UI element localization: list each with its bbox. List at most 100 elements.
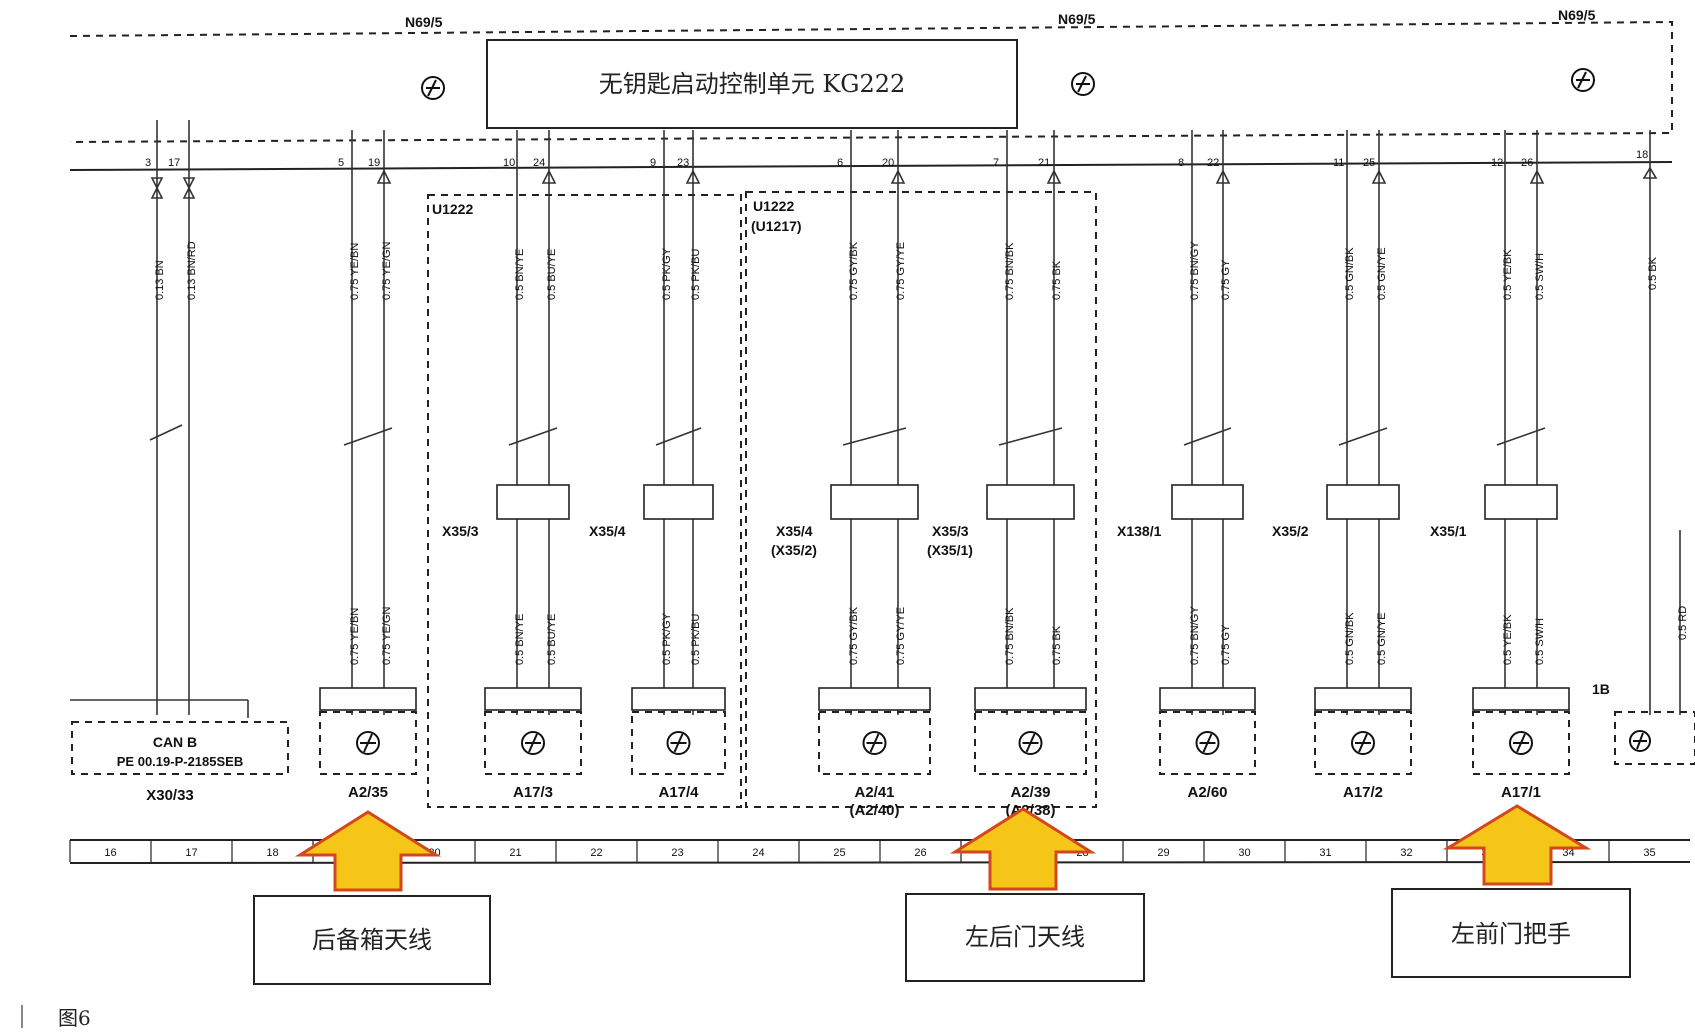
- figure-caption: 图6: [58, 1006, 91, 1030]
- grid-number: 25: [833, 847, 845, 859]
- connector-label: X35/4: [589, 523, 626, 539]
- wire-label: 0.75 YE/BN: [349, 243, 361, 300]
- connector-label: X35/3: [442, 523, 479, 539]
- can-wire-2: 0.13 BN/RD: [186, 241, 198, 300]
- pin-number: 26: [1521, 157, 1533, 169]
- ground-icon: [421, 76, 445, 100]
- can-b-label: CAN B: [153, 734, 197, 750]
- can-b-ref: PE 00.19-P-2185SEB: [117, 754, 243, 769]
- module-sublabel-2: (U1217): [751, 218, 802, 234]
- grid-number: 16: [104, 847, 116, 859]
- wire-label: 0.5 GN/YE: [1376, 612, 1388, 665]
- antenna-icon: [521, 731, 545, 755]
- wire-break: [1496, 427, 1546, 446]
- antenna-icon-bolt: [360, 733, 376, 753]
- antenna-icon-circle: [356, 731, 380, 755]
- pin-arrow-icon: [890, 169, 906, 184]
- wire-label: 0.75 GY/BK: [848, 241, 860, 300]
- grid-number: 17: [185, 847, 197, 859]
- grid-number: 31: [1319, 847, 1331, 859]
- antenna-icon-bolt: [1022, 733, 1039, 753]
- can-wire-1: 0.13 BN: [154, 260, 166, 300]
- pin-number: 7: [993, 157, 999, 169]
- pin-number: 10: [503, 157, 515, 169]
- antenna-icon: [1018, 731, 1043, 755]
- wire-break: [508, 427, 558, 446]
- callout-text-2: 左后门天线: [965, 923, 1085, 951]
- antenna-connector: [484, 687, 582, 711]
- antenna-icon-circle: [1195, 731, 1220, 755]
- grid-number: 34: [1562, 847, 1574, 859]
- wire-label: 0.5 YE/BK: [1502, 249, 1514, 300]
- connector-sublabel: (X35/1): [927, 542, 973, 558]
- antenna-label: A17/3: [513, 784, 553, 801]
- antenna-icon: [666, 731, 691, 755]
- antenna-connector: [818, 687, 931, 711]
- wire-label: 0.75 BN/BK: [1004, 607, 1016, 665]
- pin-number: 22: [1207, 157, 1219, 169]
- ground-icon: [1071, 72, 1095, 96]
- module-label-2: U1222: [753, 198, 794, 214]
- control-unit-code-3: N69/5: [1558, 7, 1596, 23]
- connector-label: X35/2: [1272, 523, 1309, 539]
- wire-label: 0.75 BK: [1051, 260, 1063, 300]
- connector-block: [1326, 484, 1400, 520]
- wire-label: 0.5 PK/GY: [661, 247, 673, 300]
- pin-arrow-icon: [1046, 169, 1062, 184]
- wire-break: [655, 427, 702, 446]
- grid-number: 21: [509, 847, 521, 859]
- antenna-label: A17/2: [1343, 784, 1383, 801]
- antenna-box: [974, 711, 1087, 775]
- ground-icon: [1571, 68, 1595, 92]
- extra-pin: 18: [1636, 149, 1648, 161]
- connector-block: [643, 484, 714, 520]
- wire-label: 0.75 BK: [1051, 625, 1063, 665]
- control-unit-code-1: N69/5: [405, 14, 443, 30]
- wire-label: 0.5 BN/YE: [514, 249, 526, 300]
- wire-break: [1338, 427, 1388, 446]
- antenna-connector: [1314, 687, 1412, 711]
- antenna-connector: [1472, 687, 1570, 711]
- antenna-icon-circle: [1509, 731, 1533, 755]
- wire-label: 0.75 BN/GY: [1189, 606, 1201, 665]
- control-unit-title-box: [486, 39, 1018, 129]
- antenna-icon-bolt: [1513, 733, 1529, 753]
- grid-number: 35: [1643, 847, 1655, 859]
- wire-label: 0.75 GY/BK: [848, 606, 860, 665]
- wire-label: 0.75 YE/GN: [381, 606, 393, 665]
- wire-label: 0.5 BU/YE: [546, 614, 558, 665]
- pin-arrow-icon: [1529, 169, 1545, 184]
- antenna-box: [818, 711, 931, 775]
- connector-label: X35/1: [1430, 523, 1467, 539]
- wire-label: 0.5 SW/H: [1534, 253, 1546, 300]
- pin-number: 11: [1333, 157, 1344, 169]
- antenna-icon-circle: [521, 731, 545, 755]
- antenna-icon-bolt: [1355, 733, 1371, 753]
- grid-number: 29: [1157, 847, 1169, 859]
- pin-number: 8: [1178, 157, 1184, 169]
- grid-number: 30: [1238, 847, 1250, 859]
- grid-number: 26: [914, 847, 926, 859]
- wire-label: 0.75 YE/GN: [381, 241, 393, 300]
- pin-number: 19: [368, 157, 380, 169]
- grid-number: 18: [266, 847, 278, 859]
- can-pin-2: 17: [168, 157, 180, 169]
- antenna-icon: [862, 731, 887, 755]
- wire-label: 0.75 GY/YE: [895, 242, 907, 300]
- connector-block: [986, 484, 1075, 520]
- connector-block: [1484, 484, 1558, 520]
- pin-number: 6: [837, 157, 843, 169]
- wire-label: 0.75 GY: [1220, 624, 1232, 665]
- antenna-icon-circle: [666, 731, 691, 755]
- wire-label: 0.75 YE/BN: [349, 608, 361, 665]
- antenna-label: A17/1: [1501, 784, 1541, 801]
- wire-label: 0.5 BN/YE: [514, 614, 526, 665]
- antenna-connector: [1159, 687, 1256, 711]
- pin-arrow-icon: [1215, 169, 1231, 184]
- antenna-label: A2/60: [1187, 784, 1227, 801]
